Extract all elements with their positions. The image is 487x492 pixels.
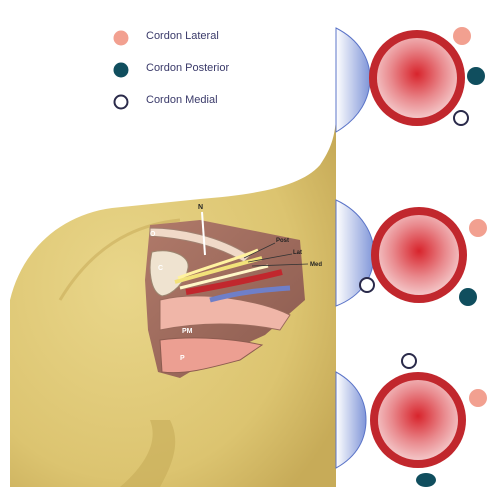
label-n: N [198, 204, 203, 211]
legend-label-medial: Cordon Medial [146, 94, 218, 106]
posterior-cord-marker [416, 473, 436, 487]
lateral-cord-marker [453, 27, 471, 45]
medial-cord-marker [402, 354, 416, 368]
lateral-cord-swatch [112, 29, 130, 47]
artery-lumen [379, 215, 459, 295]
posterior-cord-swatch [112, 61, 130, 79]
medial-cord-marker [360, 278, 374, 292]
vein-cross-section [336, 372, 366, 468]
label-o: O [150, 231, 156, 238]
label-p: P [180, 355, 185, 362]
cross-section-top [336, 27, 485, 132]
label-med: Med [310, 262, 322, 268]
cross-section-bottom [336, 354, 487, 487]
label-c: C [158, 265, 163, 272]
medial-cord-swatch [112, 93, 130, 111]
lateral-cord-marker [469, 389, 487, 407]
posterior-cord-marker [459, 288, 477, 306]
legend-label-posterior: Cordon Posterior [146, 62, 229, 74]
vein-cross-section [336, 28, 370, 132]
medial-cord-marker [454, 111, 468, 125]
label-post: Post [276, 238, 289, 244]
label-pm: PM [182, 328, 193, 335]
posterior-cord-marker [467, 67, 485, 85]
label-lat: Lat [293, 250, 302, 256]
artery-lumen [377, 38, 457, 118]
artery-lumen [378, 380, 458, 460]
legend-label-lateral: Cordon Lateral [146, 30, 219, 42]
cross-section-middle [336, 200, 487, 306]
lateral-cord-marker [469, 219, 487, 237]
